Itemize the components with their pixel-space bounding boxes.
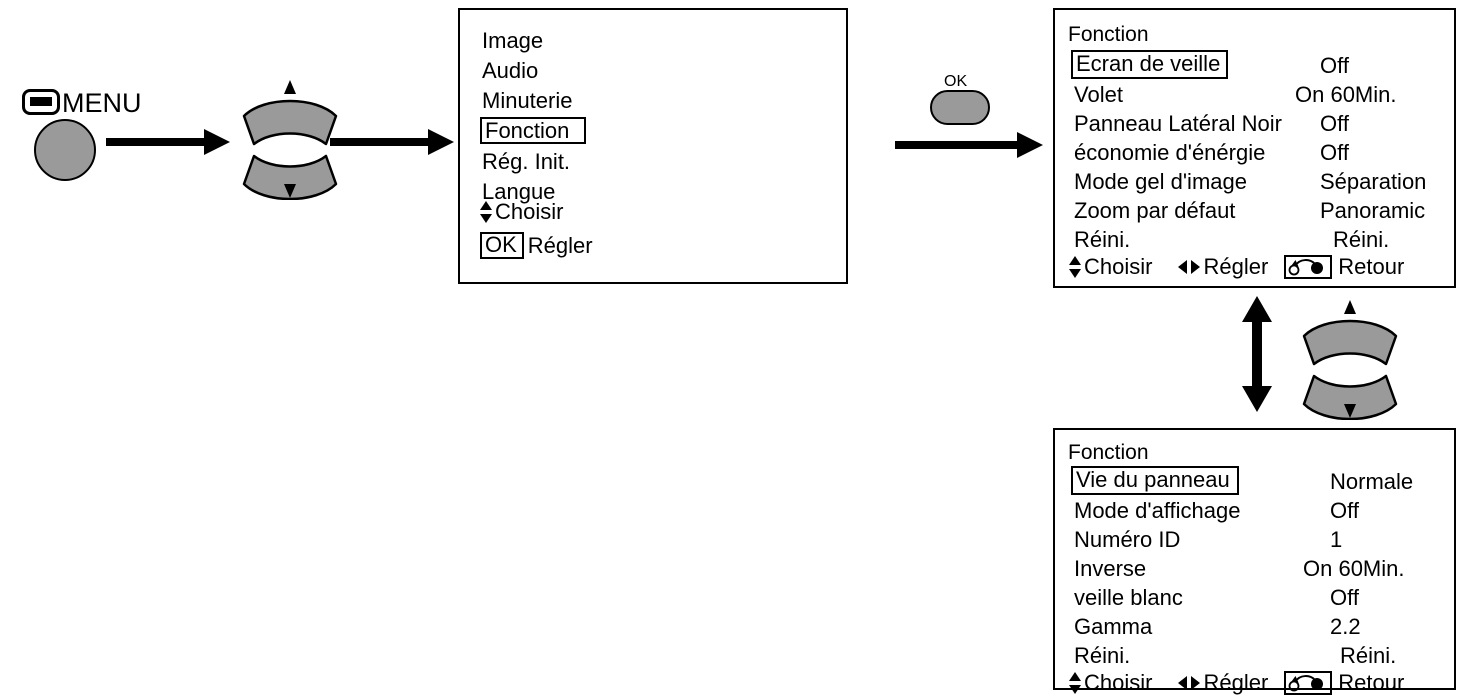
main-menu-item-fonction-selected[interactable]: Fonction [480, 117, 586, 144]
fonction-page1-hint-choisir-label: Choisir [1084, 254, 1153, 279]
fonction-page2-hint-regler: Régler [1178, 672, 1268, 694]
fonction-page2-hints: Choisir Régler Retour [1069, 671, 1404, 695]
fonction-page1-hint-regler: Régler [1178, 256, 1268, 278]
fonction-page2-row-veille-blanc[interactable]: veille blanc [1074, 585, 1183, 610]
fonction-page2-row-gamma[interactable]: Gamma [1074, 614, 1153, 639]
fonction-page1-value-reini: Réini. [1333, 227, 1390, 252]
main-menu-item-langue[interactable]: Langue [482, 179, 556, 204]
fonction-page2-hint-choisir: Choisir [1069, 671, 1152, 695]
ok-button-label: OK [944, 73, 968, 90]
fonction-page1-hint-regler-label: Régler [1203, 254, 1269, 279]
fonction-page1-row-mode-gel-dimage[interactable]: Mode gel d'image [1074, 169, 1247, 194]
main-menu-hint-regler: OK Régler [480, 232, 593, 259]
fonction-page1-value-mode-gel-dimage: Séparation [1320, 169, 1427, 194]
fonction-page2-value-mode-daffichage: Off [1330, 498, 1359, 523]
up-down-arrows-icon [1069, 671, 1082, 695]
main-menu-item-reg-init[interactable]: Rég. Init. [482, 149, 571, 174]
fonction-page2-row-vie-du-panneau[interactable]: Vie du panneau [1071, 466, 1239, 495]
fonction-page2-value-numero-id: 1 [1330, 527, 1343, 552]
fonction-page2-row-mode-daffichage[interactable]: Mode d'affichage [1074, 498, 1241, 523]
fonction-page1-row-ecran-de-veille[interactable]: Ecran de veille [1071, 50, 1228, 79]
fonction-page1-value-volet: On 60Min. [1295, 82, 1397, 107]
fonction-page2-hint-retour-label: Retour [1338, 670, 1405, 695]
menu-button-label: MENU [62, 88, 142, 118]
main-menu-panel: Image Audio Minuterie Fonction Rég. Init… [458, 8, 848, 284]
fonction-page1-row-economie-denergie[interactable]: économie d'énérgie [1074, 140, 1266, 165]
fonction-page1-hint-retour: Retour [1284, 255, 1404, 279]
fonction-page1-row-panneau-lateral-noir[interactable]: Panneau Latéral Noir [1074, 111, 1282, 136]
left-right-arrows-icon [1178, 676, 1201, 690]
fonction-page1-value-economie-denergie: Off [1320, 140, 1349, 165]
up-down-arrows-icon [1069, 255, 1082, 279]
up-down-arrows-icon [480, 200, 493, 224]
fonction-page1-row-zoom-par-defaut[interactable]: Zoom par défaut [1074, 198, 1236, 223]
fonction-page2-hint-retour: Retour [1284, 671, 1404, 695]
rocker-keys-right[interactable] [1290, 292, 1410, 420]
fonction-page1-row-volet[interactable]: Volet [1074, 82, 1123, 107]
fonction-page2-value-inverse: On 60Min. [1303, 556, 1405, 581]
fonction-page1-hints: Choisir Régler Retour [1069, 255, 1404, 279]
fonction-page1-title: Fonction [1068, 23, 1149, 46]
fonction-page2-panel: Fonction Vie du panneau Normale Mode d'a… [1053, 428, 1456, 695]
fonction-page2-row-reini[interactable]: Réini. [1074, 643, 1131, 668]
fonction-page2-title: Fonction [1068, 441, 1149, 464]
main-menu-item-audio[interactable]: Audio [482, 58, 539, 83]
fonction-page1-panel: Fonction Ecran de veille Off Volet On 60… [1053, 8, 1456, 288]
fonction-page1-value-zoom-par-defaut: Panoramic [1320, 198, 1426, 223]
fonction-page2-hint-choisir-label: Choisir [1084, 670, 1153, 695]
return-key-icon [1284, 671, 1333, 695]
menu-round-button[interactable] [34, 119, 96, 181]
main-menu-item-minuterie[interactable]: Minuterie [482, 88, 573, 113]
ok-round-button[interactable] [930, 90, 990, 125]
fonction-page1-row-reini[interactable]: Réini. [1074, 227, 1131, 252]
fonction-page1-value-panneau-lateral-noir: Off [1320, 111, 1349, 136]
return-key-icon [1284, 255, 1333, 279]
main-menu-item-image[interactable]: Image [482, 28, 544, 53]
fonction-page2-row-numero-id[interactable]: Numéro ID [1074, 527, 1181, 552]
ok-key-icon: OK [480, 232, 524, 259]
fonction-page1-value-ecran-de-veille: Off [1320, 53, 1349, 78]
main-menu-hint-choisir-label: Choisir [495, 199, 564, 224]
fonction-page1-hint-retour-label: Retour [1338, 254, 1405, 279]
menu-badge-icon [22, 89, 60, 115]
fonction-page2-value-reini: Réini. [1340, 643, 1397, 668]
fonction-page2-hint-regler-label: Régler [1203, 670, 1269, 695]
main-menu-hint-choisir: Choisir [480, 200, 563, 224]
vertical-toggle-arrow [1237, 296, 1277, 412]
left-right-arrows-icon [1178, 260, 1201, 274]
fonction-page1-hint-choisir: Choisir [1069, 255, 1152, 279]
fonction-page2-value-vie-du-panneau: Normale [1330, 469, 1414, 494]
rocker-keys-left[interactable] [230, 72, 350, 200]
fonction-page2-value-veille-blanc: Off [1330, 585, 1359, 610]
fonction-page2-value-gamma: 2.2 [1330, 614, 1361, 639]
main-menu-hint-regler-label: Régler [527, 232, 593, 258]
fonction-page2-row-inverse[interactable]: Inverse [1074, 556, 1147, 581]
